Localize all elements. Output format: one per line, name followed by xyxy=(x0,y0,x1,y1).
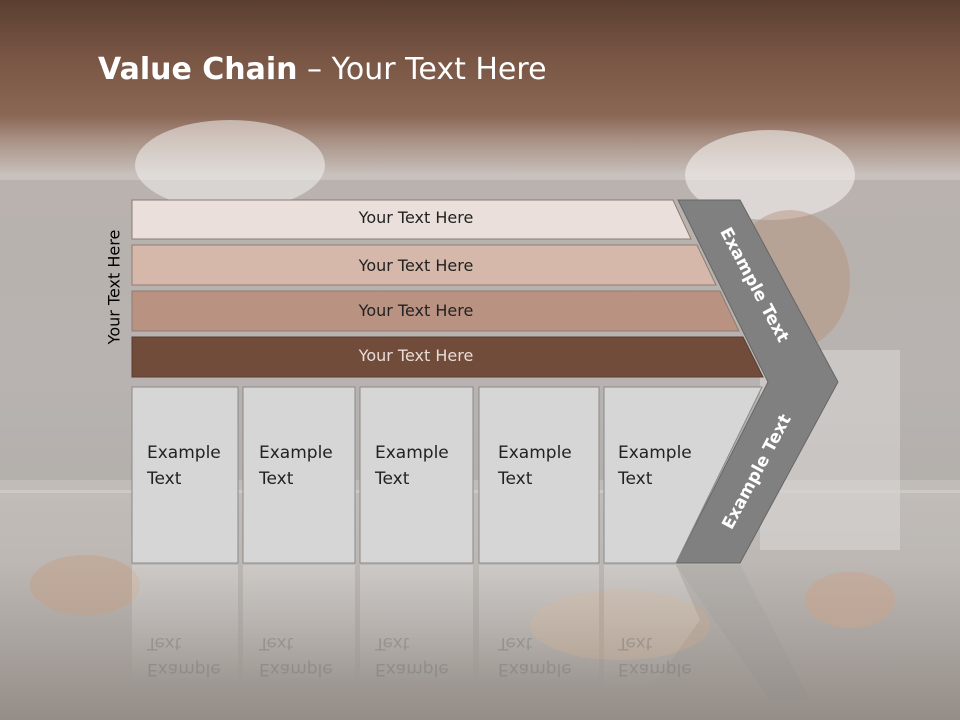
slide-title: Value Chain – Your Text Here xyxy=(98,52,547,87)
box-1 xyxy=(131,386,239,564)
title-bold: Value Chain xyxy=(98,52,298,87)
reflection xyxy=(132,565,810,700)
bar-4-label: Your Text Here xyxy=(358,346,474,365)
box-5 xyxy=(603,386,763,564)
box-4 xyxy=(478,386,600,564)
box-3 xyxy=(359,386,474,564)
chevron-arrow xyxy=(675,199,839,564)
bar-1 xyxy=(131,199,692,240)
bar-1-label: Your Text Here xyxy=(358,208,474,227)
bar-2-label: Your Text Here xyxy=(358,256,474,275)
title-rest: – Your Text Here xyxy=(297,52,547,87)
bar-4 xyxy=(131,336,764,378)
box-2 xyxy=(242,386,356,564)
bar-2 xyxy=(131,244,717,286)
bar-3-label: Your Text Here xyxy=(358,301,474,320)
bar-3 xyxy=(131,290,740,332)
